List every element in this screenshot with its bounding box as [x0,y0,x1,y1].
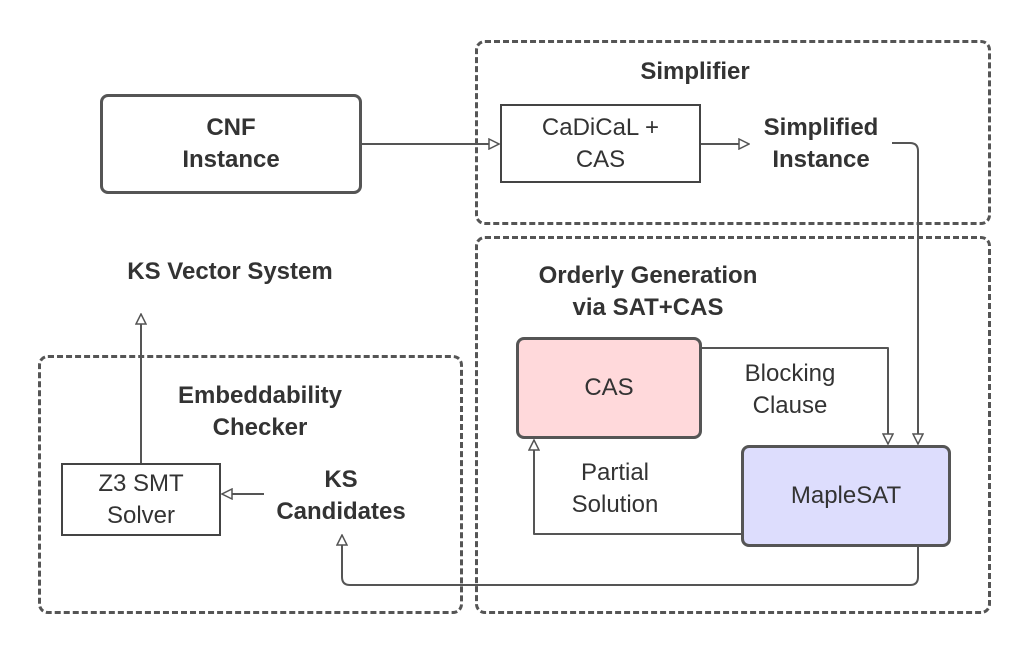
simplified-instance-node: Simplified Instance [763,114,879,173]
edge-simplified-to-maplesat [892,142,918,444]
embeddability-checker-title: Embeddability Checker [177,382,343,441]
ks-vector-system-node: KS Vector System [127,258,333,285]
partial-solution-label: Partial Solution [571,459,659,518]
cadical-cas-node: CaDiCaL + CAS [500,104,701,183]
ks-candidates-node: KS Candidates [276,466,406,525]
embeddability-checker-group [38,355,463,614]
cnf-instance-node: CNF Instance [100,94,362,194]
edge-partial-solution [534,440,741,535]
simplifier-group [475,40,991,225]
orderly-generation-group [475,236,991,614]
maplesat-node: MapleSAT [741,445,951,547]
simplifier-title: Simplifier [640,58,750,85]
edge-maplesat-to-ks-candidates [342,535,919,586]
z3-smt-solver-node: Z3 SMT Solver [61,463,221,536]
blocking-clause-label: Blocking Clause [744,360,836,419]
cas-node: CAS [516,337,702,439]
edge-blocking-clause [702,347,888,444]
orderly-generation-title: Orderly Generation via SAT+CAS [538,262,758,321]
